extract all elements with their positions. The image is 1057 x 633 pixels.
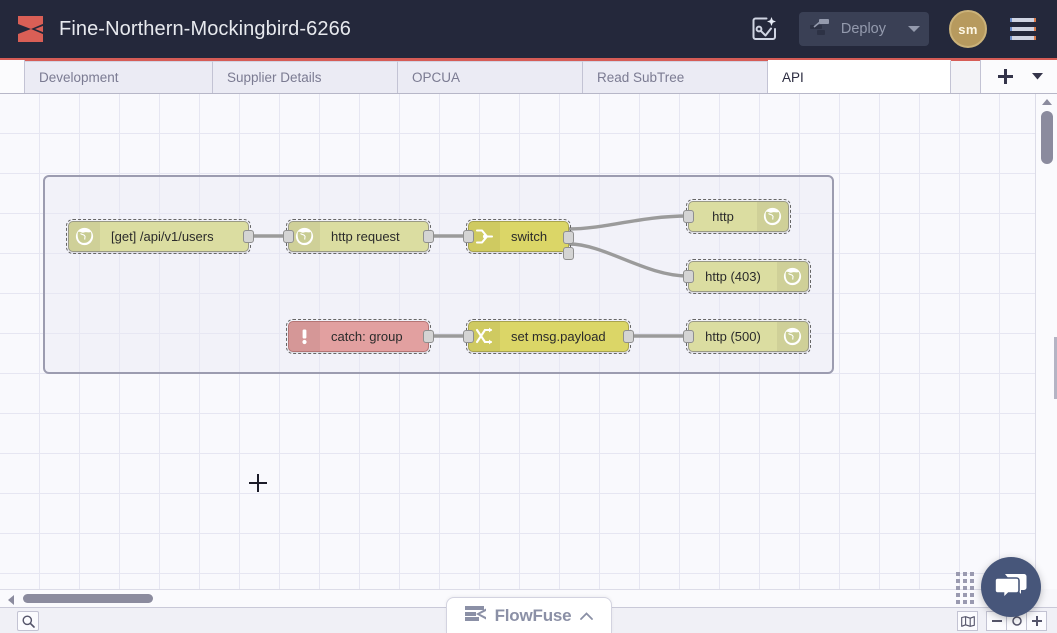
chevron-up-icon[interactable] — [580, 607, 594, 625]
tab-list-chevron-down-icon[interactable] — [1023, 61, 1051, 93]
triangle-up-icon[interactable] — [1042, 99, 1052, 105]
node-output-port[interactable] — [243, 229, 254, 243]
app-header: Fine-Northern-Mockingbird-6266 — [0, 0, 1057, 61]
node-switch[interactable]: switch — [463, 219, 574, 260]
node-label: [get] /api/v1/users — [111, 229, 214, 244]
change-arrows-icon — [469, 322, 500, 351]
node-http-response-500[interactable]: http (500) — [683, 319, 811, 354]
crosshair-cursor — [249, 474, 267, 492]
node-output-port-1[interactable] — [563, 231, 574, 244]
deploy-button-label: Deploy — [840, 21, 886, 37]
node-http-response-200[interactable]: http — [683, 199, 791, 234]
node-input-port[interactable] — [683, 329, 694, 343]
chat-bubble-icon[interactable] — [981, 557, 1041, 617]
vertical-scrollbar-track-mark — [1054, 337, 1057, 399]
tab-read-subtree[interactable]: Read SubTree — [583, 61, 768, 93]
page-title: Fine-Northern-Mockingbird-6266 — [59, 17, 352, 40]
node-label: set msg.payload — [511, 329, 606, 344]
tab-tools — [980, 60, 1057, 93]
flow-canvas[interactable]: [get] /api/v1/users http request — [0, 94, 1035, 589]
node-label: http (403) — [705, 269, 761, 284]
workspace: [get] /api/v1/users http request — [0, 94, 1057, 633]
tab-api[interactable]: API — [768, 60, 951, 93]
node-input-port[interactable] — [463, 329, 474, 343]
node-http-response-403[interactable]: http (403) — [683, 259, 811, 294]
tab-label: Supplier Details — [227, 70, 322, 85]
ai-assistant-sparkle-icon[interactable] — [743, 7, 787, 51]
node-input-port[interactable] — [683, 269, 694, 283]
search-icon[interactable] — [17, 611, 39, 631]
tab-label: Development — [39, 70, 119, 85]
tab-label: OPCUA — [412, 70, 461, 85]
globe-icon — [289, 222, 320, 251]
node-output-port[interactable] — [423, 229, 434, 243]
flowfuse-logo-icon — [464, 604, 486, 628]
node-change[interactable]: set msg.payload — [463, 319, 634, 354]
node-label: catch: group — [331, 329, 403, 344]
node-input-port[interactable] — [283, 229, 294, 243]
horizontal-scrollbar-thumb[interactable] — [23, 594, 153, 603]
tabbar-leading-space — [0, 60, 25, 93]
deploy-button-group[interactable]: Deploy — [798, 12, 929, 46]
flow-tab-bar: Development Supplier Details OPCUA Read … — [0, 60, 1057, 94]
zoom-in-icon[interactable] — [1026, 611, 1047, 631]
map-navigator-icon[interactable] — [957, 611, 978, 631]
deploy-button[interactable]: Deploy — [799, 12, 899, 46]
node-label: http (500) — [705, 329, 761, 344]
tab-opcua[interactable]: OPCUA — [398, 61, 583, 93]
flowfuse-label: FlowFuse — [494, 605, 572, 625]
node-http-request[interactable]: http request — [283, 219, 434, 254]
globe-icon — [777, 262, 808, 291]
node-output-port[interactable] — [423, 329, 434, 343]
node-label: switch — [511, 229, 548, 244]
node-label: http request — [331, 229, 400, 244]
add-flow-plus-icon[interactable] — [987, 61, 1023, 93]
panel-resize-handle[interactable] — [956, 572, 974, 606]
tab-label: API — [782, 69, 804, 85]
node-output-port[interactable] — [623, 329, 634, 343]
flowfuse-bottom-tab[interactable]: FlowFuse — [446, 597, 612, 633]
node-input-port[interactable] — [463, 229, 474, 243]
tab-development[interactable]: Development — [25, 61, 213, 93]
globe-icon — [757, 202, 788, 231]
triangle-left-icon[interactable] — [8, 595, 14, 605]
deploy-bars-icon — [809, 18, 832, 40]
header-left-section: Fine-Northern-Mockingbird-6266 — [0, 15, 743, 43]
globe-icon — [69, 222, 100, 251]
node-http-in[interactable]: [get] /api/v1/users — [66, 219, 254, 254]
tab-supplier-details[interactable]: Supplier Details — [213, 61, 398, 93]
flowfuse-logo-icon — [17, 15, 44, 43]
deploy-options-chevron-down-icon[interactable] — [899, 12, 929, 46]
avatar[interactable]: sm — [949, 10, 987, 48]
tab-label: Read SubTree — [597, 70, 685, 85]
switch-fork-icon — [469, 222, 500, 251]
node-output-port-2[interactable] — [563, 247, 574, 260]
node-label: http — [712, 209, 734, 224]
node-catch[interactable]: catch: group — [286, 319, 434, 354]
node-input-port[interactable] — [683, 209, 694, 223]
hamburger-menu-icon[interactable] — [1003, 9, 1043, 49]
vertical-scrollbar-thumb[interactable] — [1041, 111, 1053, 164]
globe-icon — [777, 322, 808, 351]
exclamation-icon — [289, 322, 320, 351]
canvas-vertical-scrollbar[interactable] — [1035, 94, 1057, 589]
header-right-section: Deploy sm — [743, 7, 1057, 51]
